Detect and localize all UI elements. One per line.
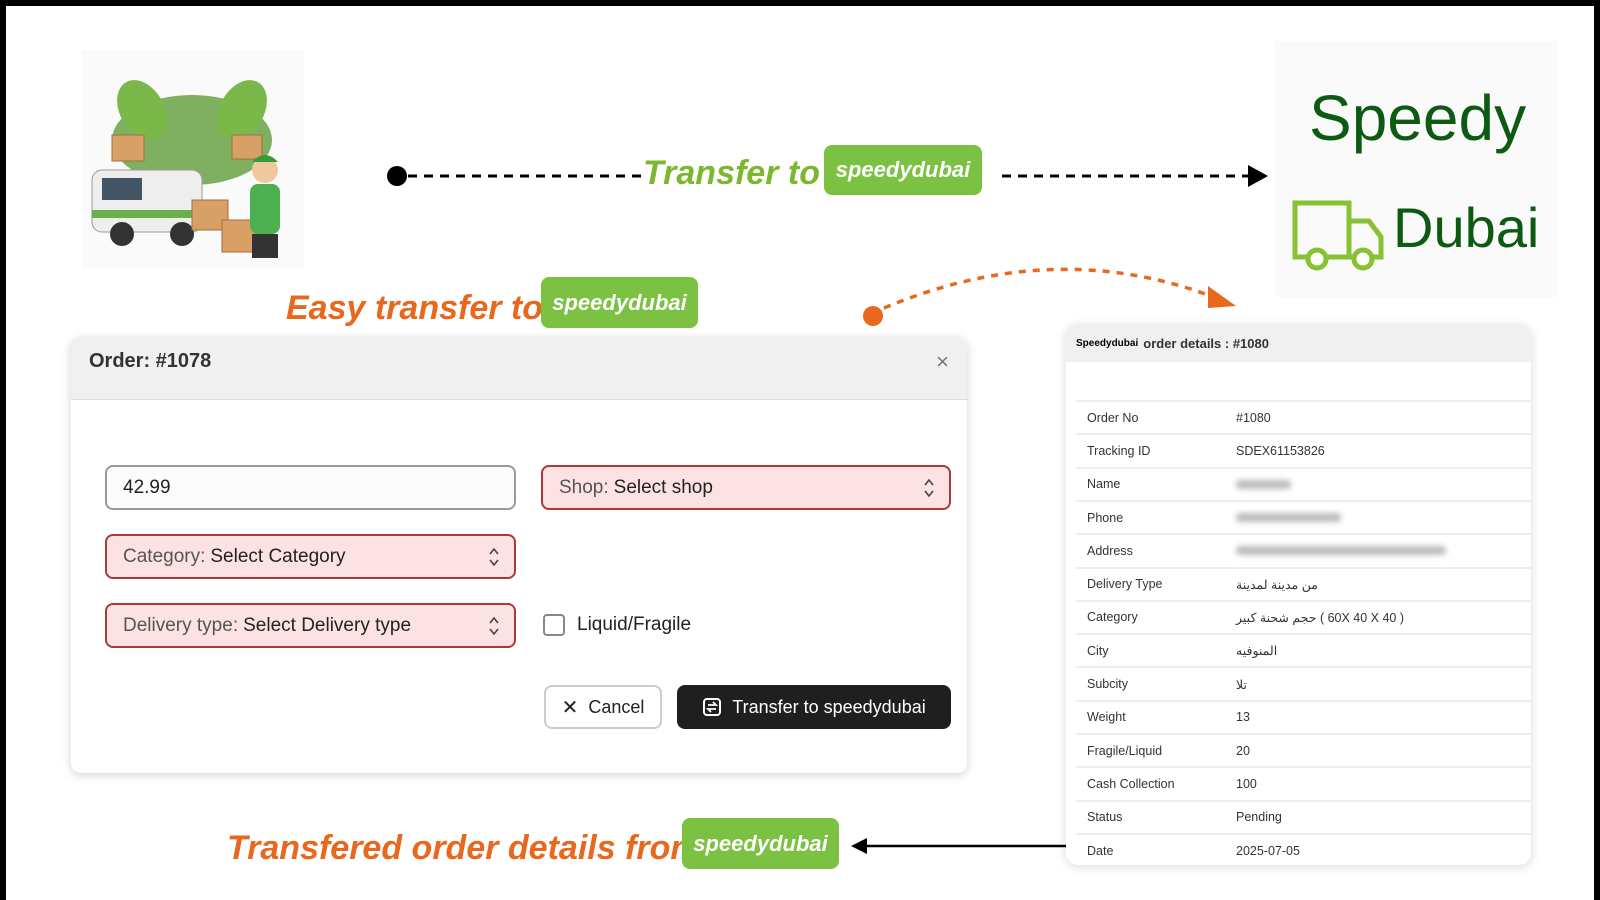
details-row: Date 2025-07-05 [1076, 832, 1531, 865]
details-row: Category حجم شحنة كبير ( 60X 40 X 40 ) [1076, 599, 1531, 633]
details-row-key: Address [1087, 543, 1133, 558]
chevron-up-down-icon [489, 616, 499, 636]
details-row: Fragile/Liquid 20 [1076, 733, 1531, 766]
brand-badge: speedydubai [682, 818, 839, 869]
details-row-key: Order No [1087, 410, 1139, 425]
delivery-illustration [82, 50, 304, 268]
details-row-key: Status [1087, 810, 1123, 825]
details-row-value-redacted [1236, 513, 1341, 523]
liquid-fragile-label[interactable]: Liquid/Fragile [577, 614, 692, 635]
details-row-value: من مدينة لمدينة [1236, 577, 1318, 592]
amount-input[interactable]: 42.99 [105, 465, 516, 510]
logo-line-dubai: Dubai [1393, 196, 1540, 259]
cancel-button-label: Cancel [588, 696, 645, 717]
details-row-value: 100 [1236, 776, 1257, 791]
details-row: Phone [1076, 499, 1531, 533]
details-brand: Speedydubai [1076, 337, 1139, 349]
details-row-key: Cash Collection [1087, 776, 1175, 791]
transferred-details-text: Transfered order details from [227, 829, 701, 867]
order-transfer-modal: Order: #1078 × 42.99 Shop:Select shop Ca… [71, 337, 967, 773]
truck-icon [1292, 200, 1384, 271]
chevron-up-down-icon [489, 547, 499, 567]
transfer-to-text: Transfer to [643, 154, 820, 192]
transfer-button[interactable]: Transfer to speedydubai [677, 685, 951, 729]
details-row-value: SDEX61153826 [1236, 443, 1325, 458]
shop-select-value: Select shop [613, 476, 713, 498]
delivery-type-select-value: Select Delivery type [243, 614, 412, 636]
details-row-value: 2025-07-05 [1236, 843, 1300, 858]
details-row-key: Delivery Type [1087, 577, 1163, 592]
details-row-key: Phone [1087, 510, 1124, 525]
close-icon[interactable]: × [936, 349, 949, 374]
transfer-icon [703, 698, 722, 716]
delivery-type-select-label: Delivery type: [123, 614, 239, 636]
details-row-value: المنوفيه [1236, 644, 1278, 659]
modal-header: Order: #1078 × [71, 337, 967, 400]
details-row: Name [1076, 466, 1531, 500]
details-row-key: Weight [1087, 710, 1126, 725]
details-row: Weight 13 [1076, 699, 1531, 733]
chevron-up-down-icon [924, 478, 934, 498]
details-row-value: 20 [1236, 743, 1250, 758]
left-arrow [851, 838, 1066, 854]
shop-select[interactable]: Shop:Select shop [541, 465, 951, 510]
details-row-value-redacted [1236, 546, 1446, 556]
transfer-arrow [387, 165, 1268, 187]
details-row: City المنوفيه [1076, 633, 1531, 666]
details-row-key: Subcity [1087, 677, 1128, 692]
details-row: Subcity تلا [1076, 666, 1531, 699]
delivery-type-select[interactable]: Delivery type:Select Delivery type [105, 603, 516, 648]
details-header: Speedydubai order details : #1080 [1066, 324, 1531, 362]
easy-transfer-text: Easy transfer to [286, 289, 543, 327]
cancel-button[interactable]: ✕ Cancel [544, 685, 662, 729]
details-row: Delivery Type من مدينة لمدينة [1076, 566, 1531, 600]
details-row-key: Fragile/Liquid [1087, 743, 1163, 758]
details-row-key: City [1087, 643, 1109, 658]
modal-title: Order: #1078 [89, 350, 212, 372]
details-row-value: 13 [1236, 710, 1250, 725]
x-icon: ✕ [561, 696, 579, 719]
liquid-fragile-checkbox[interactable] [543, 614, 565, 636]
details-row-value: حجم شحنة كبير ( 60X 40 X 40 ) [1236, 610, 1405, 625]
category-select-label: Category: [123, 545, 206, 567]
details-row: Cash Collection 100 [1076, 766, 1531, 799]
transfer-button-label: Transfer to speedydubai [732, 696, 926, 717]
category-select-value: Select Category [210, 545, 346, 567]
details-row: Address [1076, 533, 1531, 566]
details-row-key: Name [1087, 477, 1121, 492]
details-row-key: Tracking ID [1087, 443, 1151, 458]
details-row: Status Pending [1076, 799, 1531, 833]
details-title: order details : #1080 [1143, 335, 1269, 351]
category-select[interactable]: Category:Select Category [105, 534, 516, 579]
details-row-value-redacted [1236, 479, 1291, 489]
details-row-value: تلا [1236, 677, 1247, 692]
order-details-panel: Speedydubai order details : #1080 Order … [1066, 324, 1531, 865]
shop-select-label: Shop: [559, 476, 609, 498]
details-row-key: Date [1087, 843, 1114, 858]
brand-badge: speedydubai [541, 277, 698, 328]
details-row: Order No #1080 [1076, 400, 1531, 433]
details-row-key: Category [1087, 610, 1138, 625]
details-row-value: Pending [1236, 810, 1282, 825]
details-row: Tracking ID SDEX61153826 [1076, 433, 1531, 466]
promo-canvas: Transfer to speedydubai Speedy Dubai Eas… [6, 6, 1594, 900]
details-row-value: #1080 [1236, 410, 1271, 425]
logo-line-speedy: Speedy [1309, 82, 1527, 154]
brand-badge: speedydubai [824, 145, 982, 195]
speedy-dubai-logo: Speedy Dubai [1275, 41, 1558, 297]
curved-arrow [863, 267, 1236, 326]
